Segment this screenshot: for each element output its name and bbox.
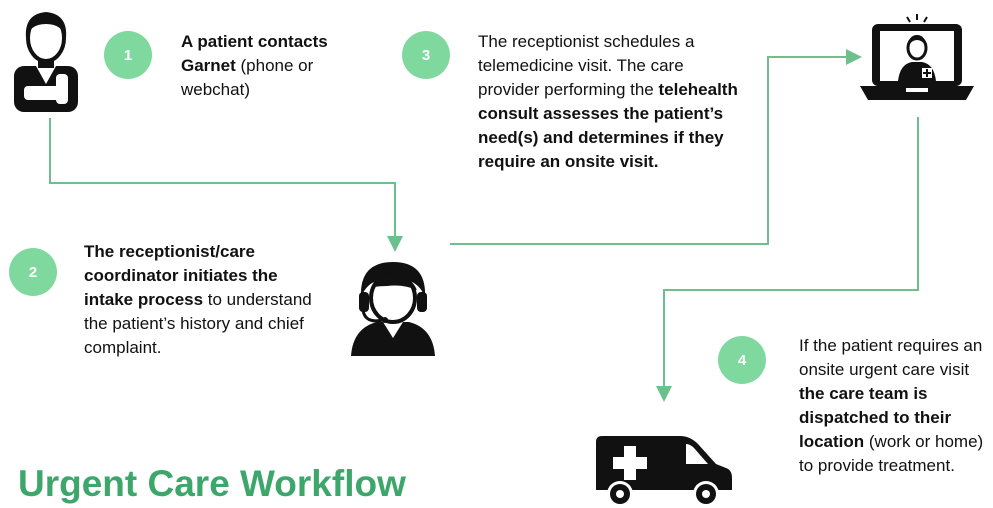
step-1-bold: A patient contacts Garnet bbox=[181, 32, 328, 75]
step-4-bold: the care team is dispatched to their loc… bbox=[799, 384, 952, 451]
step-1-rest: (phone or webchat) bbox=[181, 56, 314, 99]
connector-3-to-4 bbox=[656, 117, 919, 402]
step-4-rest: (work or home) to provide treatment. bbox=[799, 432, 984, 475]
receptionist-icon bbox=[351, 262, 435, 356]
page-title: Urgent Care Workflow bbox=[18, 463, 406, 504]
step-1-text: A patient contacts Garnet (phone or webc… bbox=[181, 30, 361, 102]
step-4-text: If the patient requires an onsite urgent… bbox=[799, 334, 991, 478]
step-2-bold: The receptionist/care coordinator initia… bbox=[84, 242, 278, 309]
step-2-text: The receptionist/care coordinator initia… bbox=[84, 240, 324, 360]
patient-icon bbox=[14, 12, 78, 112]
step-2-rest: to understand the patient’s history and … bbox=[84, 290, 312, 357]
connector-2-to-3 bbox=[450, 49, 862, 245]
step-3-badge: 3 bbox=[402, 31, 450, 79]
step-1-badge: 1 bbox=[104, 31, 152, 79]
step-3-text: The receptionist schedules a telemedicin… bbox=[478, 30, 748, 174]
laptop-doctor-icon bbox=[860, 14, 974, 100]
step-4-pre: If the patient requires an onsite urgent… bbox=[799, 336, 983, 379]
step-3-pre: The receptionist schedules a telemedicin… bbox=[478, 32, 695, 99]
step-2-badge: 2 bbox=[9, 248, 57, 296]
connector-1-to-2 bbox=[49, 118, 403, 252]
step-3-bold: telehealth consult assesses the patient’… bbox=[478, 80, 738, 171]
ambulance-icon bbox=[596, 436, 732, 507]
step-4-badge: 4 bbox=[718, 336, 766, 384]
